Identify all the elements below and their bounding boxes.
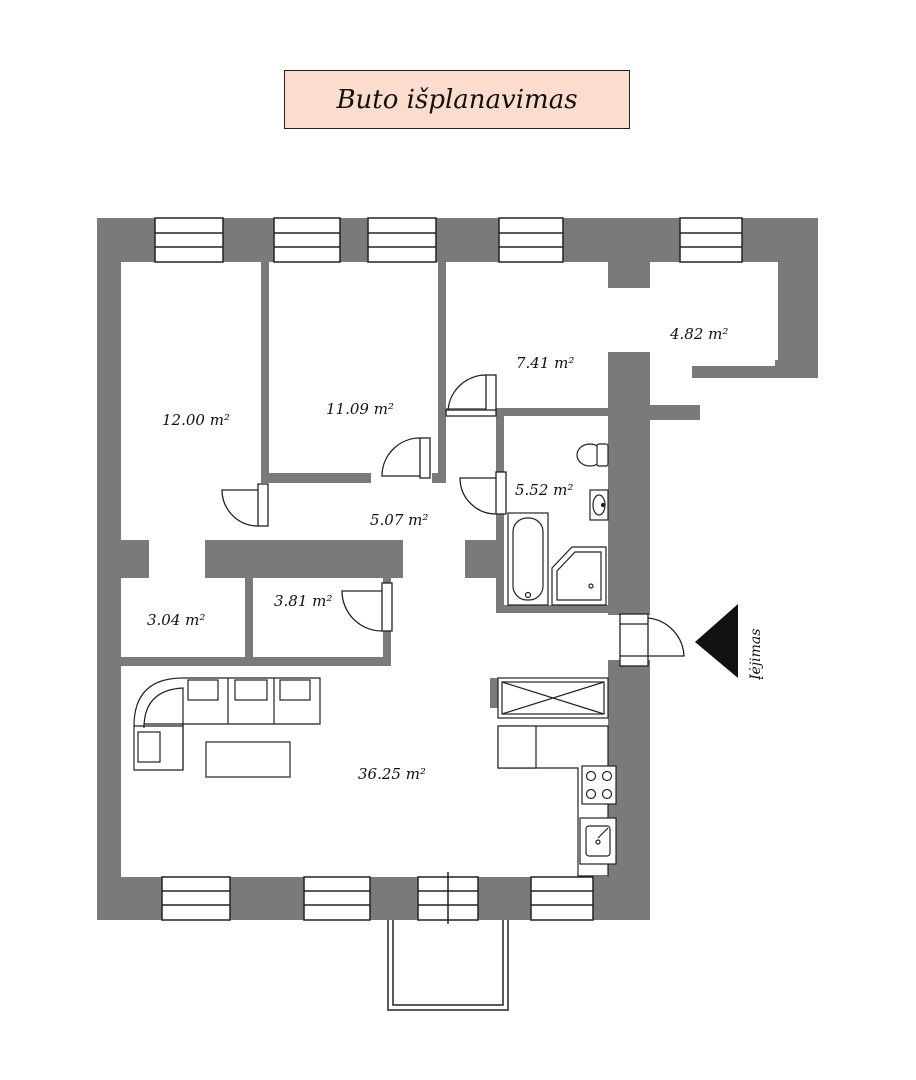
stove-icon	[581, 765, 617, 805]
bathroom-sink-icon	[589, 489, 609, 521]
interior-walls	[121, 262, 608, 708]
room-area-storage: 3.81 m²	[274, 592, 332, 610]
window-top-5	[679, 217, 743, 263]
door-bedroom-1	[221, 483, 269, 527]
room-area-bedroom-2: 11.09 m²	[326, 400, 394, 418]
door-bedroom-2	[381, 437, 431, 479]
room-area-bedroom-1: 12.00 m²	[162, 411, 230, 429]
window-bottom-2	[303, 876, 371, 921]
kitchen-fixtures	[497, 677, 617, 877]
entrance-label: Įėjimas	[748, 629, 764, 680]
sofa-icon	[133, 677, 321, 771]
room-area-hall: 5.07 m²	[370, 511, 428, 529]
entrance-arrow-icon	[695, 604, 738, 678]
window-bottom-4	[530, 876, 594, 921]
plan-title: Buto išplanavimas	[284, 70, 630, 129]
door-storage	[341, 582, 393, 632]
windows	[154, 217, 743, 924]
room-area-room-3: 7.41 m²	[516, 354, 574, 372]
window-top-3	[367, 217, 437, 263]
door-entrance	[619, 613, 685, 667]
room-area-living-kitchen: 36.25 m²	[358, 765, 426, 783]
room-area-bathroom: 5.52 m²	[515, 481, 573, 499]
door-room-3	[445, 374, 497, 417]
bathtub-icon	[507, 512, 549, 606]
wardrobe-icon	[497, 677, 609, 719]
bathroom-fixtures	[507, 443, 609, 606]
room-labels: 12.00 m² 11.09 m² 7.41 m² 4.82 m² 5.52 m…	[147, 325, 728, 783]
window-top-4	[498, 217, 564, 263]
kitchen-sink-icon	[579, 817, 617, 865]
window-top-1	[154, 217, 224, 263]
balcony	[387, 920, 509, 1011]
room-area-closet: 3.04 m²	[147, 611, 205, 629]
window-top-2	[273, 217, 341, 263]
door-bathroom	[459, 471, 507, 515]
living-furniture	[133, 677, 321, 778]
toilet-icon	[576, 443, 609, 467]
window-bottom-1	[161, 876, 231, 921]
room-area-room-4: 4.82 m²	[669, 325, 728, 343]
doors	[221, 374, 685, 667]
coffee-table	[205, 741, 291, 778]
balcony-door	[417, 872, 479, 924]
shower-icon	[551, 546, 607, 606]
